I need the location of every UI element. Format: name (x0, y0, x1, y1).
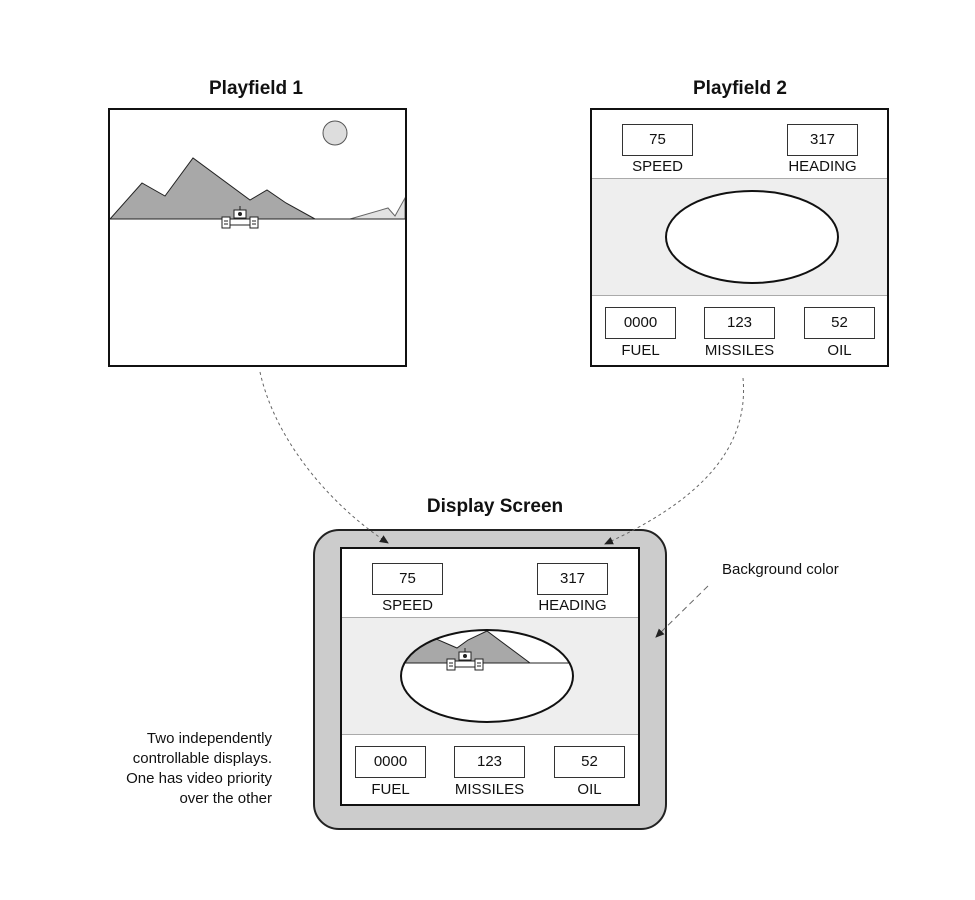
heading-label: HEADING (788, 158, 857, 175)
display-viewport-window (400, 629, 574, 723)
viewport-window (665, 190, 839, 284)
display-speed-label: SPEED (382, 597, 433, 614)
display-missiles-readout: 123 (454, 746, 525, 778)
mountain-range (108, 157, 316, 220)
oil-readout: 52 (804, 307, 875, 339)
display-missiles-label: MISSILES (454, 781, 525, 798)
distant-hill (349, 196, 406, 220)
viewport-band (592, 178, 887, 296)
display-viewport-band (342, 617, 638, 735)
speed-readout: 75 (622, 124, 693, 156)
background-color-label: Background color (722, 561, 839, 578)
heading-readout: 317 (787, 124, 858, 156)
playfield-2-title: Playfield 2 (693, 78, 787, 99)
playfield-2-panel: 75 SPEED 317 HEADING 0000 FUEL 123 MISSI… (590, 108, 889, 367)
fuel-readout: 0000 (605, 307, 676, 339)
missiles-readout: 123 (704, 307, 775, 339)
arrow-playfield-1-to-display (259, 371, 389, 544)
priority-note-line-4: over the other (179, 790, 272, 807)
priority-note-line-3: One has video priority (126, 770, 272, 787)
display-screen-panel: 75 SPEED 317 HEADING (340, 547, 640, 806)
display-tank-icon (446, 648, 484, 671)
display-fuel-readout: 0000 (355, 746, 426, 778)
display-fuel-label: FUEL (371, 781, 410, 798)
viewport-ellipse (665, 190, 839, 284)
display-screen-title: Display Screen (426, 496, 564, 517)
fuel-label: FUEL (621, 342, 660, 359)
speed-label: SPEED (632, 158, 683, 175)
tank-icon (221, 206, 259, 229)
display-speed-readout: 75 (372, 563, 443, 595)
playfield-1-scene (108, 120, 406, 229)
display-oil-label: OIL (577, 781, 602, 798)
sun-icon (322, 120, 348, 146)
missiles-label: MISSILES (704, 342, 775, 359)
priority-note: Two independently controllable displays.… (90, 729, 272, 809)
display-oil-readout: 52 (554, 746, 625, 778)
arrow-playfield-2-to-display (604, 377, 745, 545)
oil-label: OIL (827, 342, 852, 359)
priority-note-line-2: controllable displays. (132, 750, 272, 767)
playfield-1-panel (108, 108, 407, 367)
priority-note-line-1: Two independently (146, 730, 272, 747)
display-heading-readout: 317 (537, 563, 608, 595)
playfield-1-title: Playfield 1 (209, 78, 303, 99)
display-viewport-ellipse (400, 629, 574, 723)
display-heading-label: HEADING (538, 597, 607, 614)
